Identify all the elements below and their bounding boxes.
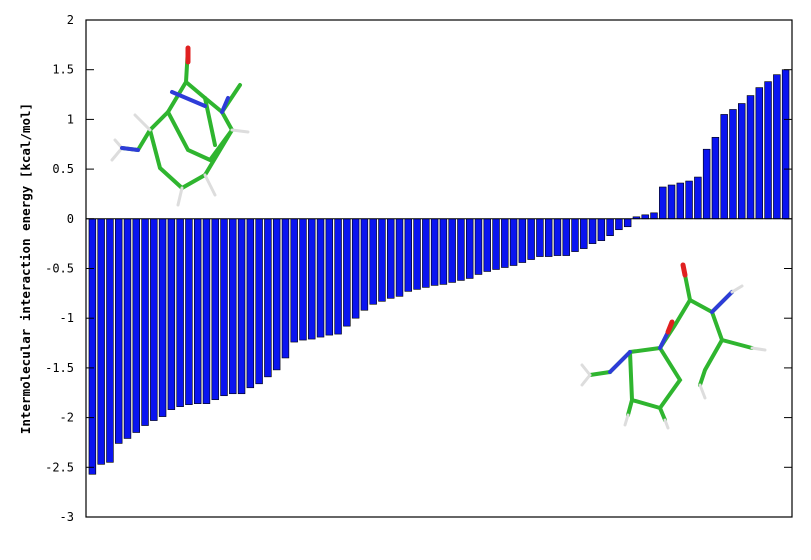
plot-frame xyxy=(85,19,793,518)
bar xyxy=(413,218,421,290)
y-tick-label: -1 xyxy=(60,311,74,325)
bar xyxy=(720,114,728,220)
bar xyxy=(615,218,623,231)
bar xyxy=(702,148,711,220)
bar xyxy=(729,109,737,220)
bar xyxy=(580,218,588,249)
chart-marks: -3 -2.5 -2 -1.5 -1 -0.5 0 0.5 1 1.5 2Intermolecula… xyxy=(18,13,793,524)
bar xyxy=(650,212,658,220)
bar xyxy=(343,218,351,327)
y-tick-label: 0 xyxy=(67,212,74,226)
bar xyxy=(387,218,395,299)
bar xyxy=(308,218,316,340)
y-tick-label: -3 xyxy=(60,510,74,524)
bar xyxy=(351,218,360,319)
bar xyxy=(483,218,491,272)
bar xyxy=(395,218,404,297)
bar xyxy=(562,218,570,256)
bar xyxy=(404,218,413,292)
bar xyxy=(281,218,290,359)
bar xyxy=(501,218,509,268)
bar xyxy=(202,218,211,404)
bar xyxy=(641,214,649,220)
bar xyxy=(457,218,465,281)
bar xyxy=(246,218,255,389)
bar xyxy=(694,176,702,220)
bar xyxy=(755,87,764,220)
bar xyxy=(773,74,781,220)
bar xyxy=(229,218,237,395)
bar xyxy=(676,182,685,220)
bar xyxy=(325,218,334,336)
bar xyxy=(114,218,123,444)
bar xyxy=(334,218,342,335)
bar xyxy=(553,218,562,256)
bar xyxy=(685,180,693,220)
bar xyxy=(430,218,439,286)
bar xyxy=(158,218,167,417)
bar xyxy=(448,218,456,283)
bar xyxy=(141,218,149,426)
bar xyxy=(509,218,518,266)
molecule-structure-top xyxy=(110,45,250,207)
y-tick-label: 1.5 xyxy=(52,63,74,77)
bar xyxy=(176,218,184,407)
bar xyxy=(597,218,606,241)
y-tick-label: 0.5 xyxy=(52,162,74,176)
bar xyxy=(738,103,746,220)
y-tick-label: 1 xyxy=(67,112,74,126)
bar xyxy=(492,218,500,270)
bar xyxy=(518,218,527,263)
bar xyxy=(465,218,474,279)
bar xyxy=(316,218,325,338)
bar xyxy=(746,95,755,220)
bar xyxy=(167,218,176,410)
bar xyxy=(360,218,369,311)
bar xyxy=(623,218,632,228)
bar xyxy=(667,184,676,220)
bar xyxy=(220,218,228,397)
bar xyxy=(369,218,377,305)
y-axis-title: Intermolecular interaction energy [kcal/… xyxy=(18,103,33,434)
bar xyxy=(150,218,158,421)
y-tick-label: -2.5 xyxy=(45,460,74,474)
y-tick-label: 2 xyxy=(67,13,74,27)
bar xyxy=(571,218,579,252)
bar xyxy=(123,218,132,439)
bar xyxy=(781,69,790,220)
bar xyxy=(185,218,193,405)
bar xyxy=(255,218,263,385)
bar xyxy=(237,218,246,395)
y-tick-label: -0.5 xyxy=(45,262,74,276)
bar xyxy=(264,218,272,378)
bar xyxy=(272,218,281,371)
bar xyxy=(378,218,386,302)
bar xyxy=(659,186,667,220)
y-tick-label: -2 xyxy=(60,411,74,425)
bar xyxy=(536,218,544,257)
bar xyxy=(290,218,298,343)
bar xyxy=(527,218,535,260)
bar xyxy=(606,218,614,237)
bar xyxy=(132,218,140,433)
bar xyxy=(474,218,483,275)
bar xyxy=(193,218,202,404)
molecule-structure-bottom xyxy=(580,262,767,430)
bar xyxy=(439,218,448,285)
bar xyxy=(711,136,720,220)
bar xyxy=(97,218,105,465)
bar xyxy=(299,218,307,341)
bar xyxy=(544,218,553,257)
bar xyxy=(588,218,597,244)
bar xyxy=(106,218,114,463)
bar xyxy=(422,218,430,288)
bar xyxy=(764,81,772,220)
y-tick-label: -1.5 xyxy=(45,361,74,375)
bar xyxy=(211,218,219,401)
bar xyxy=(88,218,97,475)
